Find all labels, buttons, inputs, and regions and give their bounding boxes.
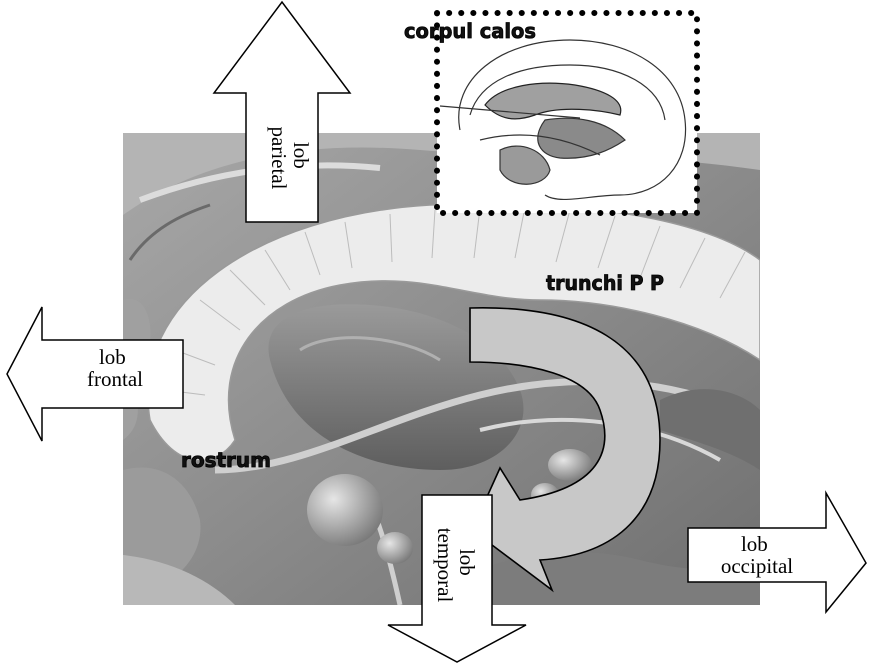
arrow-frontal-line1: lob — [99, 345, 126, 369]
arrow-temporal-line2: temporal — [433, 528, 457, 603]
arrow-temporal-line1: lob — [455, 549, 479, 576]
arrow-parietal-line1: lob — [289, 142, 313, 169]
arrow-frontal-line2: frontal — [87, 367, 143, 391]
arrow-parietal-line2: parietal — [267, 127, 291, 190]
label-trunk: trunchi P P — [546, 271, 664, 295]
label-rostrum: rostrum — [181, 448, 271, 472]
label-corpus-callosum: corpul calos — [404, 19, 536, 43]
callosum-inset — [437, 13, 697, 213]
arrow-occipital-line2: occipital — [721, 554, 793, 578]
arrow-occipital-line1: lob — [741, 532, 768, 556]
